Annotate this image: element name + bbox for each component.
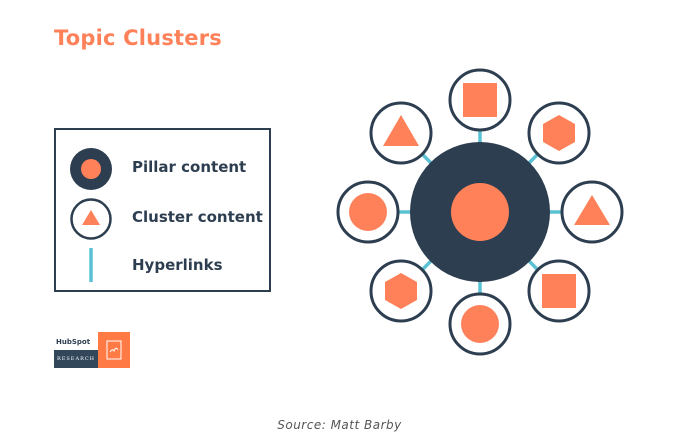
cluster-node-left: [336, 180, 400, 244]
source-caption: Source: Matt Barby: [277, 418, 402, 432]
cluster-content-icon: [70, 198, 112, 240]
legend-label-hyperlinks: Hyperlinks: [132, 256, 223, 274]
hyperlink-icon: [89, 248, 93, 282]
legend-row-cluster: Cluster content: [56, 194, 269, 242]
cluster-node-top-left: [369, 101, 433, 165]
logo-brand-text: HubSpot: [54, 332, 98, 352]
hubspot-research-logo: HubSpot RESEARCH: [54, 332, 130, 368]
topic-cluster-diagram: [336, 68, 624, 356]
legend-label-cluster: Cluster content: [132, 208, 263, 226]
logo-mark-icon: [98, 332, 130, 368]
cluster-node-top-right: [527, 101, 591, 165]
cluster-node-top: [448, 68, 512, 132]
legend-row-pillar: Pillar content: [56, 144, 269, 192]
cluster-node-bottom-right: [527, 259, 591, 323]
pillar-node: [410, 142, 550, 282]
page-title: Topic Clusters: [54, 26, 222, 50]
cluster-node-right: [560, 180, 624, 244]
cluster-node-bottom-left: [369, 259, 433, 323]
legend-row-hyperlinks: Hyperlinks: [56, 242, 269, 290]
legend-box: Pillar content Cluster content Hyperlink…: [54, 128, 271, 292]
cluster-node-bottom: [448, 292, 512, 356]
legend-label-pillar: Pillar content: [132, 158, 247, 176]
logo-subtitle-text: RESEARCH: [54, 350, 98, 368]
pillar-content-icon: [70, 148, 112, 190]
